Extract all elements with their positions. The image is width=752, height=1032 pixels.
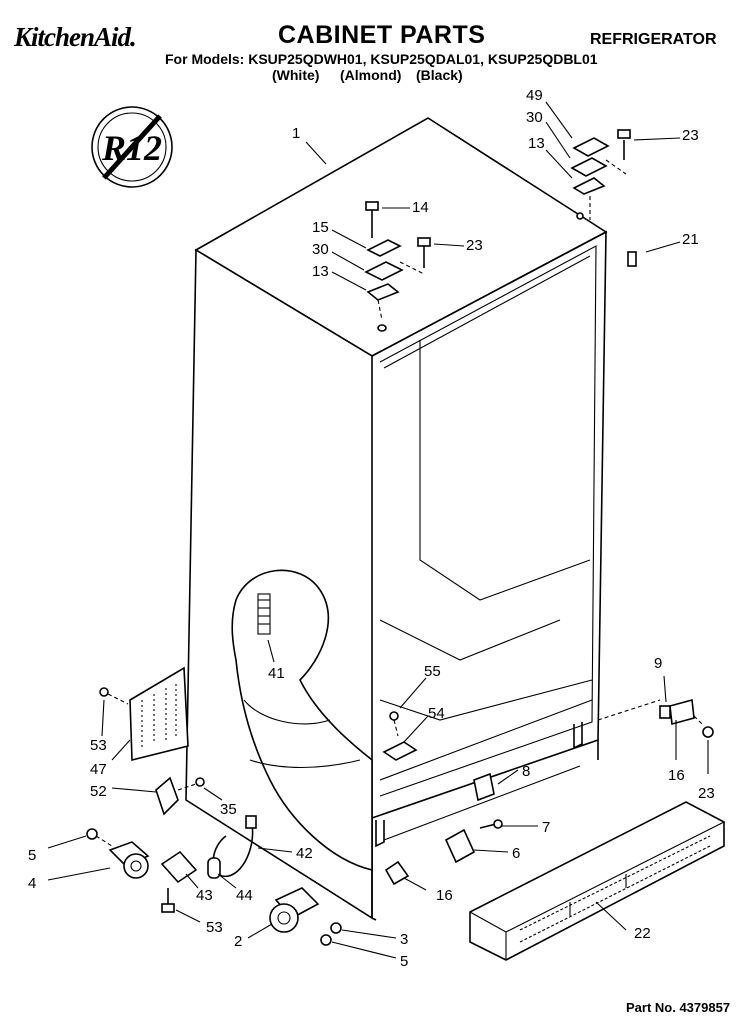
cabinet xyxy=(185,117,608,921)
callout-30-center: 30 xyxy=(312,241,329,258)
callout-labels: 1 49 30 13 23 14 15 30 23 13 21 41 55 54… xyxy=(28,87,715,970)
callout-15: 15 xyxy=(312,219,329,236)
leveling-bracket xyxy=(160,850,198,913)
center-hinge-assembly xyxy=(364,201,431,332)
part-number: Part No. 4379857 xyxy=(626,1000,731,1015)
callout-53-bottom: 53 xyxy=(206,919,223,936)
callout-49: 49 xyxy=(526,87,543,104)
toe-grille xyxy=(469,801,725,961)
brand-logo: KitchenAid. xyxy=(14,22,137,52)
callout-23-top: 23 xyxy=(682,127,699,144)
callout-35: 35 xyxy=(220,801,237,818)
callout-30-top: 30 xyxy=(526,109,543,126)
callout-54: 54 xyxy=(428,705,445,722)
part-8-block xyxy=(473,772,495,802)
part-16-clip xyxy=(384,860,410,886)
callout-7: 7 xyxy=(542,819,550,836)
callout-13-center: 13 xyxy=(312,263,329,280)
part-21-clip xyxy=(627,251,637,267)
callout-44: 44 xyxy=(236,887,253,904)
callout-5-bottom: 5 xyxy=(400,953,408,970)
appliance-type: REFRIGERATOR xyxy=(590,31,717,48)
top-hinge-assembly xyxy=(570,129,631,220)
page-title: CABINET PARTS xyxy=(278,21,486,49)
part-6-bracket xyxy=(444,819,503,864)
callout-8: 8 xyxy=(522,763,530,780)
callout-52: 52 xyxy=(90,783,107,800)
callout-55: 55 xyxy=(424,663,441,680)
callout-23-center: 23 xyxy=(466,237,483,254)
callout-4: 4 xyxy=(28,875,36,892)
variant-white: (White) xyxy=(272,67,320,83)
callout-2: 2 xyxy=(234,933,242,950)
callout-21: 21 xyxy=(682,231,699,248)
leader-lines xyxy=(47,101,709,959)
callout-13-top: 13 xyxy=(528,135,545,152)
callout-6: 6 xyxy=(512,845,520,862)
callout-47: 47 xyxy=(90,761,107,778)
callout-43: 43 xyxy=(196,887,213,904)
callout-53-left: 53 xyxy=(90,737,107,754)
part-52-bracket xyxy=(155,776,205,816)
left-roller-assembly xyxy=(86,828,150,879)
variant-almond: (Almond) xyxy=(340,67,402,83)
callout-3: 3 xyxy=(400,931,408,948)
right-roller-assembly xyxy=(269,887,342,946)
callout-1: 1 xyxy=(292,125,300,142)
callout-42: 42 xyxy=(296,845,313,862)
r12-badge: R12 xyxy=(91,106,173,188)
callout-5-left: 5 xyxy=(28,847,36,864)
callout-23-right: 23 xyxy=(698,785,715,802)
models-line: For Models: KSUP25QDWH01, KSUP25QDAL01, … xyxy=(165,51,598,67)
variant-black: (Black) xyxy=(416,67,463,83)
callout-9: 9 xyxy=(654,655,662,672)
callout-41: 41 xyxy=(268,665,285,682)
callout-16-center: 16 xyxy=(436,887,453,904)
wire-harness xyxy=(207,815,257,879)
callout-16-right: 16 xyxy=(668,767,685,784)
callout-22: 22 xyxy=(634,925,651,942)
callout-14: 14 xyxy=(412,199,429,216)
right-roller-bracket xyxy=(597,698,714,738)
left-bracket xyxy=(99,666,189,762)
center-leveler xyxy=(382,711,418,761)
